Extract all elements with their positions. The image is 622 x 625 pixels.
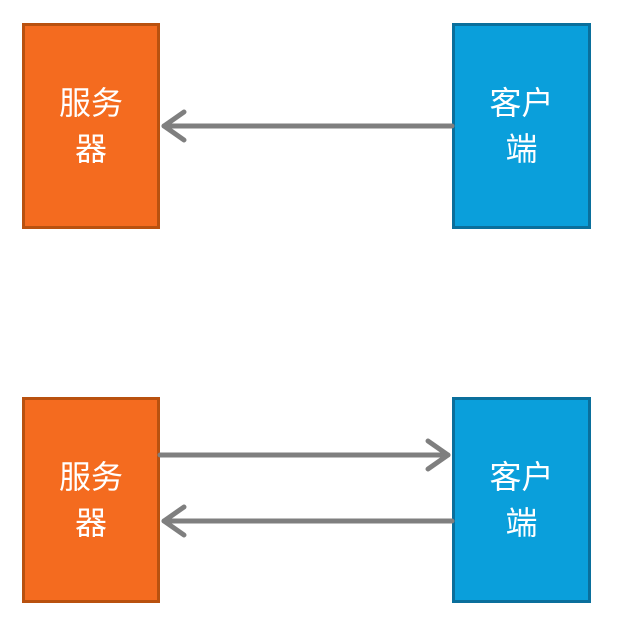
bottom-server-box: 服务器 — [22, 397, 160, 603]
bottom-arrow-server-to-client — [157, 438, 451, 472]
bottom-arrow-client-to-server — [161, 504, 455, 538]
top-client-box: 客户端 — [452, 23, 591, 229]
bottom-client-label: 客户端 — [489, 458, 554, 542]
top-client-label: 客户端 — [489, 84, 554, 168]
top-server-box: 服务器 — [22, 23, 160, 229]
top-arrow-client-to-server — [161, 109, 455, 143]
bottom-client-box: 客户端 — [452, 397, 591, 603]
top-server-label: 服务器 — [58, 84, 123, 168]
bottom-server-label: 服务器 — [58, 458, 123, 542]
